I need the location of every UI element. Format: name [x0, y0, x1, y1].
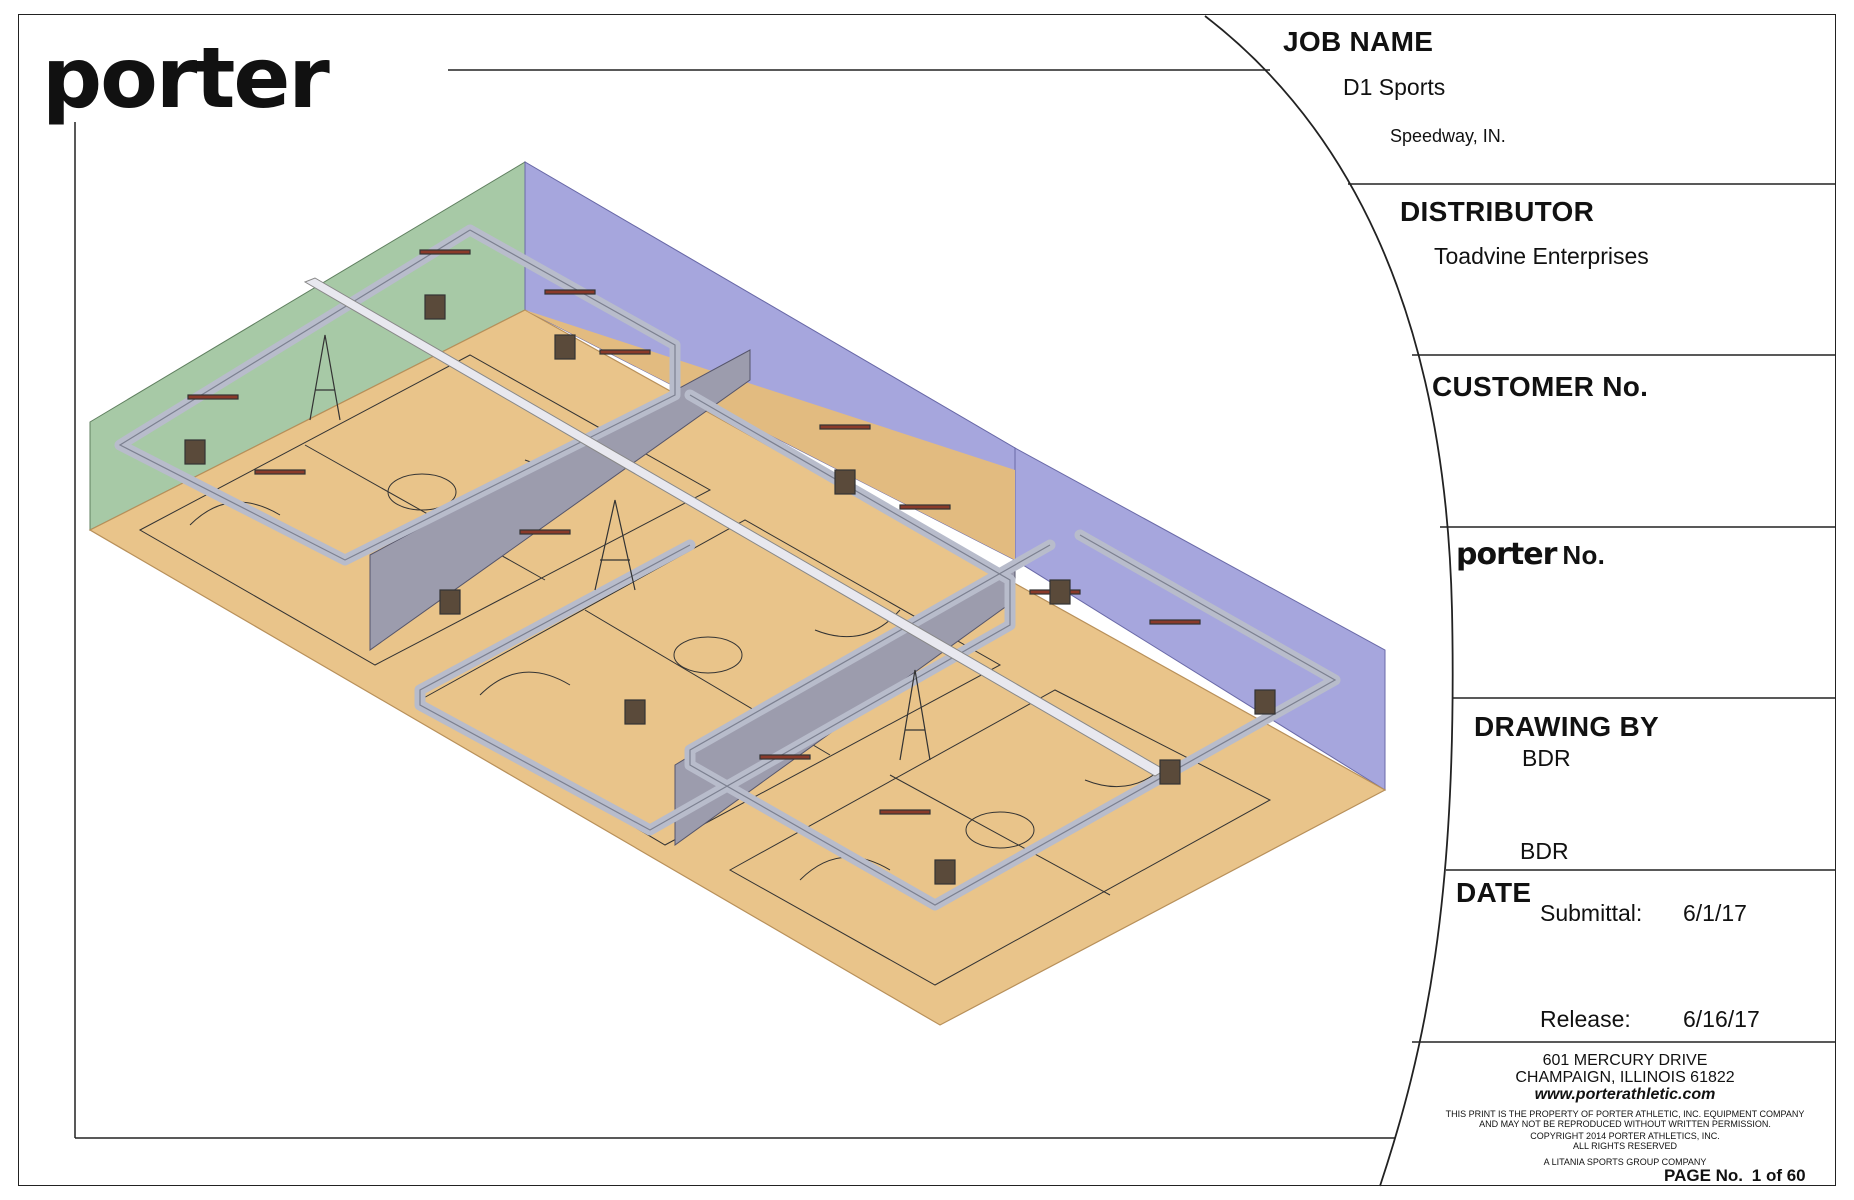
submittal-label: Submittal:: [1540, 900, 1643, 926]
backstop-equipment: [184, 249, 1276, 885]
website: www.porterathletic.com: [1534, 1086, 1716, 1103]
address-line-2: CHAMPAIGN, ILLINOIS 61822: [1515, 1069, 1735, 1086]
pipe-outline: [118, 229, 1337, 906]
porter-logo: porter: [42, 29, 330, 127]
distributor-value: Toadvine Enterprises: [1434, 243, 1649, 269]
porter-mini-logo: porter: [1456, 537, 1557, 572]
porter-no-label: porter No.: [1456, 537, 1606, 572]
notice-1: THIS PRINT IS THE PROPERTY OF PORTER ATH…: [1445, 1109, 1805, 1119]
customer-label: CUSTOMER No.: [1432, 371, 1649, 402]
release-label: Release:: [1540, 1006, 1631, 1032]
submittal-value: 6/1/17: [1683, 900, 1747, 926]
address-line-1: 601 MERCURY DRIVE: [1542, 1052, 1708, 1069]
company-footer: 601 MERCURY DRIVE CHAMPAIGN, ILLINOIS 61…: [1445, 1052, 1805, 1167]
distributor-label: DISTRIBUTOR: [1400, 196, 1595, 227]
notice-2: AND MAY NOT BE REPRODUCED WITHOUT WRITTE…: [1479, 1119, 1771, 1129]
parent-company: A LITANIA SPORTS GROUP COMPANY: [1543, 1157, 1707, 1167]
job-location-value: Speedway, IN.: [1390, 126, 1506, 146]
copyright-1: COPYRIGHT 2014 PORTER ATHLETICS, INC.: [1530, 1131, 1720, 1141]
drawing-by-label: DRAWING BY: [1474, 711, 1659, 742]
title-block-arc: [1204, 15, 1454, 1187]
release-value: 6/16/17: [1683, 1006, 1760, 1032]
wood-floor: [88, 309, 1387, 1026]
drawing-by-value-1: BDR: [1522, 745, 1571, 771]
page-number: PAGE No. 1 of 60: [1664, 1166, 1806, 1185]
copyright-2: ALL RIGHTS RESERVED: [1572, 1141, 1678, 1151]
date-label: DATE: [1456, 877, 1532, 908]
job-name-label: JOB NAME: [1283, 26, 1434, 57]
job-name-value: D1 Sports: [1343, 74, 1446, 100]
sheet-border: [18, 14, 1836, 1186]
drawing-by-value-2: BDR: [1520, 838, 1569, 864]
